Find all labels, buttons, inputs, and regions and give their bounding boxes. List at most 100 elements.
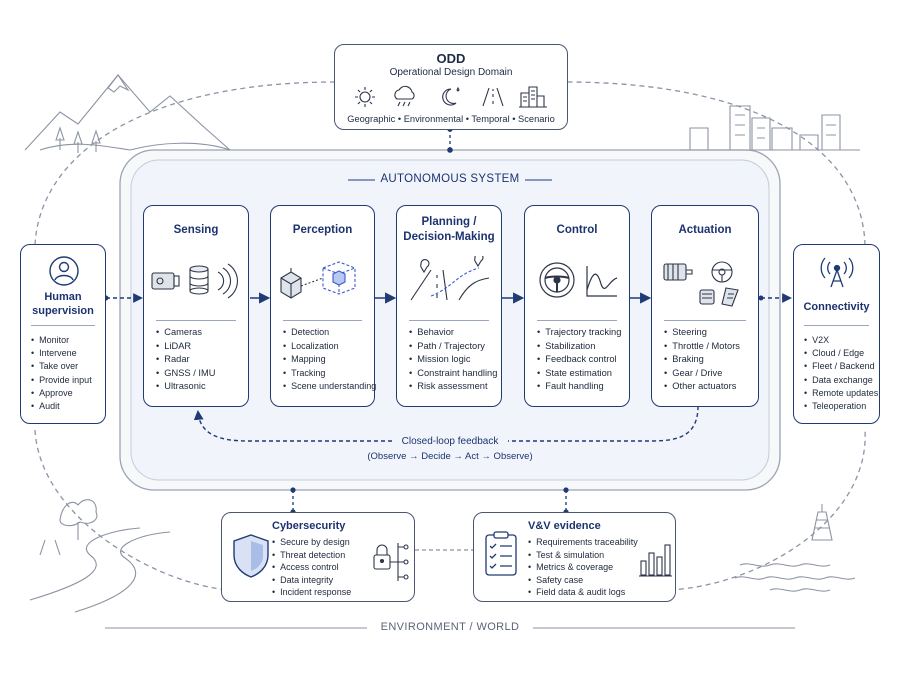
odd-subtitle: Operational Design Domain [389, 67, 513, 78]
list-item: Mission logic [409, 353, 497, 367]
odd-icon-row [355, 85, 547, 108]
mountains-scenery [24, 74, 231, 153]
list-item: Scene understanding [283, 380, 376, 394]
stage-sensing-items: Cameras LiDAR Radar GNSS / IMU Ultrasoni… [156, 326, 215, 394]
cybersecurity-panel: Cybersecurity Secure by design Threat de… [221, 512, 415, 602]
road-icon [482, 87, 504, 107]
list-item: Provide input [31, 374, 92, 387]
list-item: Throttle / Motors [664, 340, 740, 354]
list-item: Mapping [283, 353, 376, 367]
connectivity-panel: Connectivity V2X Cloud / Edge Fleet / Ba… [793, 244, 880, 424]
list-item: Remote updates [804, 387, 878, 400]
system-title: AUTONOMOUS SYSTEM [380, 173, 520, 185]
list-item: Other actuators [664, 380, 740, 394]
list-item: Fleet / Backend [804, 360, 878, 373]
shield-icon [233, 534, 269, 578]
city-buildings-icon [519, 86, 547, 108]
list-item: Audit [31, 400, 92, 413]
list-item: V2X [804, 334, 878, 347]
list-item: Gear / Drive [664, 367, 740, 381]
list-item: Test & simulation [528, 549, 638, 562]
list-item: Take over [31, 360, 92, 373]
object-detection-cube-icon [280, 261, 356, 299]
winding-road-scenery [29, 499, 171, 613]
cybersecurity-items: Secure by design Threat detection Access… [272, 536, 351, 599]
sun-icon [355, 87, 375, 107]
list-item: Incident response [272, 586, 351, 599]
list-item: Requirements traceability [528, 536, 638, 549]
list-item: Behavior [409, 326, 497, 340]
list-item: Stabilization [537, 340, 621, 354]
list-item: Safety case [528, 574, 638, 587]
odd-panel: ODD Operational Design Domain G [334, 44, 568, 130]
antenna-icon [820, 257, 854, 288]
list-item: Cameras [156, 326, 215, 340]
environment-title: ENVIRONMENT / WORLD [380, 621, 520, 633]
bar-chart-icon [639, 544, 672, 577]
vv-items: Requirements traceability Test & simulat… [528, 536, 638, 599]
moon-icon [442, 86, 460, 106]
stage-control: Control Trajectory tracking Stabilizatio… [524, 205, 630, 407]
list-item: Path / Trajectory [409, 340, 497, 354]
stage-title: Sensing [173, 224, 219, 236]
stage-title: Control [556, 224, 598, 236]
list-item: Localization [283, 340, 376, 354]
stage-planning: Planning / Decision-Making Behavior Path… [396, 205, 502, 407]
list-item: GNSS / IMU [156, 367, 215, 381]
list-item: Fault handling [537, 380, 621, 394]
sensors-icon [151, 263, 238, 299]
list-item: Cloud / Edge [804, 347, 878, 360]
list-item: Secure by design [272, 536, 351, 549]
list-item: Approve [31, 387, 92, 400]
stage-title-line1: Planning / [421, 216, 477, 228]
list-item: Data exchange [804, 374, 878, 387]
list-item: State estimation [537, 367, 621, 381]
list-item: Field data & audit logs [528, 586, 638, 599]
stage-planning-items: Behavior Path / Trajectory Mission logic… [409, 326, 497, 394]
list-item: Intervene [31, 347, 92, 360]
list-item: Tracking [283, 367, 376, 381]
list-item: Braking [664, 353, 740, 367]
list-item: Risk assessment [409, 380, 497, 394]
list-item: Constraint handling [409, 367, 497, 381]
vv-title: V&V evidence [528, 520, 601, 532]
city-skyline-scenery [680, 105, 860, 151]
list-item: Trajectory tracking [537, 326, 621, 340]
connectivity-items: V2X Cloud / Edge Fleet / Backend Data ex… [804, 334, 878, 413]
list-item: Steering [664, 326, 740, 340]
human-supervision-panel: Human supervision Monitor Intervene Take… [20, 244, 106, 424]
stage-perception: Perception Detection Localization Mappin… [270, 205, 376, 407]
rain-cloud-icon [394, 85, 415, 107]
route-path-icon [410, 256, 490, 301]
environment-loop [34, 81, 866, 591]
vv-evidence-panel: V&V evidence Requirements traceability T… [473, 512, 676, 602]
stage-title: Actuation [678, 224, 732, 236]
checklist-clipboard-icon [485, 531, 517, 576]
stage-title-line2: Decision-Making [403, 231, 495, 243]
human-items: Monitor Intervene Take over Provide inpu… [31, 334, 92, 413]
list-item: Ultrasonic [156, 380, 215, 394]
stage-perception-items: Detection Localization Mapping Tracking … [283, 326, 376, 394]
list-item: Teleoperation [804, 400, 878, 413]
list-item: Access control [272, 561, 351, 574]
list-item: Monitor [31, 334, 92, 347]
list-item: Radar [156, 353, 215, 367]
stage-actuation-items: Steering Throttle / Motors Braking Gear … [664, 326, 740, 394]
feedback-sequence: (Observe → Decide → Act → Observe) [367, 451, 533, 462]
harbor-scenery [734, 504, 856, 592]
odd-categories: Geographic • Environmental • Temporal • … [347, 114, 555, 124]
cybersecurity-title: Cybersecurity [272, 520, 346, 532]
human-title-line1: Human [44, 291, 82, 303]
human-title-line2: supervision [32, 305, 94, 317]
stage-sensing: Sensing Cameras LiDAR Radar GNSS / IMU U… [143, 205, 249, 407]
list-item: LiDAR [156, 340, 215, 354]
connectivity-title: Connectivity [803, 301, 870, 313]
stage-actuation: Actuation Steering Throttle / Motors Bra… [651, 205, 759, 407]
person-icon [49, 256, 79, 286]
steering-wheel-signal-icon [539, 262, 618, 298]
list-item: Feedback control [537, 353, 621, 367]
list-item: Threat detection [272, 549, 351, 562]
stage-title: Perception [292, 224, 353, 236]
motor-steering-pedal-icon [663, 261, 739, 307]
